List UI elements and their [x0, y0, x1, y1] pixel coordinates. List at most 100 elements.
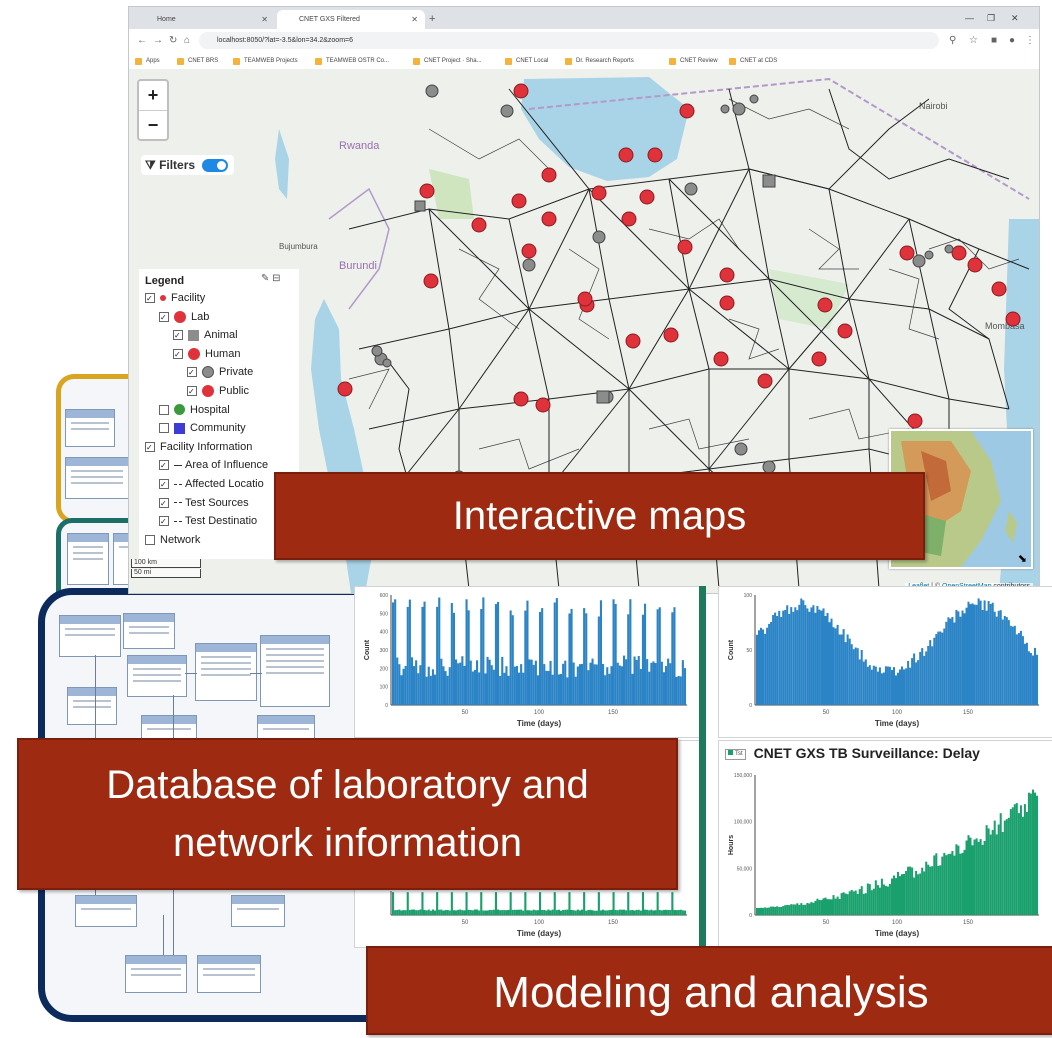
bar [450, 892, 453, 915]
x-tick-label: 100 [892, 920, 903, 926]
address-bar[interactable]: localhost:8050/?lat=-3.5&lon=34.2&zoom=6 [199, 32, 939, 49]
legend-checkbox[interactable] [145, 290, 155, 308]
bookmark-item[interactable]: CNET Review [669, 55, 718, 67]
expand-icon[interactable]: ⬊ [1017, 553, 1027, 565]
legend-checkbox[interactable] [145, 439, 155, 457]
bar [421, 606, 424, 705]
legend-swatch-icon [188, 347, 200, 360]
legend-checkbox[interactable] [173, 327, 183, 345]
bar [406, 606, 409, 705]
bar [895, 878, 898, 915]
legend-item[interactable]: Animal [173, 326, 238, 345]
legend-checkbox[interactable] [159, 423, 169, 434]
tab-home[interactable]: Home ✕ [135, 10, 275, 29]
legend-item[interactable]: Facility [145, 289, 205, 308]
zoom-in-button[interactable]: + [147, 85, 159, 105]
legend-item[interactable]: Test Sources [159, 494, 249, 513]
bar [484, 673, 487, 705]
bar [562, 663, 565, 705]
close-icon[interactable]: ✕ [261, 15, 268, 24]
bar [1021, 636, 1024, 705]
bar [423, 601, 426, 705]
legend-checkbox[interactable] [159, 495, 169, 513]
legend-checkbox[interactable] [159, 404, 169, 415]
filters-toggle[interactable]: ⧩ Filters [141, 155, 235, 175]
legend-item[interactable]: Area of Influence [159, 456, 268, 475]
search-icon[interactable]: ⚲ [949, 35, 957, 46]
bar [627, 614, 630, 705]
legend-checkbox[interactable] [159, 476, 169, 494]
legend-item[interactable]: Test Destinatio [159, 512, 257, 531]
profile-icon[interactable]: ● [1009, 35, 1016, 46]
legend-checkbox[interactable] [187, 364, 197, 382]
bar [570, 910, 573, 915]
bar [415, 660, 418, 705]
legend-checkbox[interactable] [159, 513, 169, 531]
home-icon[interactable]: ⌂ [184, 35, 191, 46]
bar [943, 852, 946, 915]
bar [774, 612, 777, 705]
star-icon[interactable]: ☆ [969, 35, 978, 46]
bar [963, 849, 966, 915]
bar [790, 607, 793, 705]
bookmark-item[interactable]: CNET Local [505, 55, 548, 67]
legend-checkbox[interactable] [159, 309, 169, 327]
bar [758, 907, 761, 915]
park-green [769, 269, 849, 329]
bar [427, 666, 430, 705]
legend-label: Private [219, 366, 254, 379]
extension-icon[interactable]: ■ [991, 35, 998, 46]
legend-item[interactable]: Community [159, 419, 246, 437]
bar [886, 666, 889, 705]
forward-icon[interactable]: → [153, 35, 163, 46]
close-window-icon[interactable]: ✕ [1011, 13, 1019, 23]
bar [891, 669, 894, 705]
reload-icon[interactable]: ↻ [169, 35, 178, 46]
new-tab-icon[interactable]: + [429, 13, 436, 25]
bar [442, 910, 445, 915]
bookmark-item[interactable]: Apps [135, 55, 160, 67]
legend-label: Human [205, 347, 241, 360]
legend-item[interactable]: Public [187, 382, 249, 401]
collapse-icon[interactable]: ⊟ [272, 273, 281, 284]
bar [1034, 647, 1037, 705]
tab-active[interactable]: CNET GXS Filtered ✕ [277, 10, 425, 29]
bar [539, 892, 542, 915]
filters-switch[interactable] [202, 159, 229, 173]
edit-icon[interactable]: ✎ [261, 273, 270, 284]
maximize-icon[interactable]: ❐ [987, 13, 996, 23]
panel-divider[interactable] [699, 586, 706, 946]
bar [876, 671, 879, 705]
back-icon[interactable]: ← [137, 35, 147, 46]
legend-chip[interactable]: Tst [725, 748, 746, 760]
zoom-out-button[interactable]: − [139, 110, 167, 140]
minimize-icon[interactable]: — [965, 13, 974, 23]
close-icon[interactable]: ✕ [411, 15, 418, 24]
legend-item[interactable]: Facility Information [145, 438, 252, 457]
legend-checkbox[interactable] [187, 383, 197, 401]
bar [490, 910, 493, 915]
legend-item[interactable]: Private [187, 363, 254, 382]
legend-item[interactable]: Human [173, 345, 241, 364]
menu-icon[interactable]: ⋮ [1025, 35, 1035, 46]
legend-item[interactable]: Hospital [159, 401, 230, 419]
bookmark-item[interactable]: TEAMWEB Projects [233, 55, 298, 67]
legend-item[interactable]: Lab [159, 308, 209, 327]
bar [629, 910, 632, 915]
bar [631, 910, 634, 915]
bookmark-item[interactable]: CNET Project · Sha... [413, 55, 482, 67]
legend-item[interactable]: Affected Locatio [159, 475, 264, 494]
bar [585, 910, 588, 915]
bookmark-item[interactable]: TEAMWEB OSTR Co... [315, 55, 389, 67]
bookmark-item[interactable]: Dr. Research Reports [565, 55, 634, 67]
bookmark-item[interactable]: CNET at CDS [729, 55, 777, 67]
legend-checkbox[interactable] [159, 457, 169, 475]
bar [804, 904, 807, 915]
bar [620, 666, 624, 705]
legend-item[interactable]: Network [145, 531, 200, 549]
legend-checkbox[interactable] [173, 346, 183, 364]
bar [864, 659, 867, 705]
legend-checkbox[interactable] [145, 534, 155, 545]
bookmark-item[interactable]: CNET BRS [177, 55, 218, 67]
